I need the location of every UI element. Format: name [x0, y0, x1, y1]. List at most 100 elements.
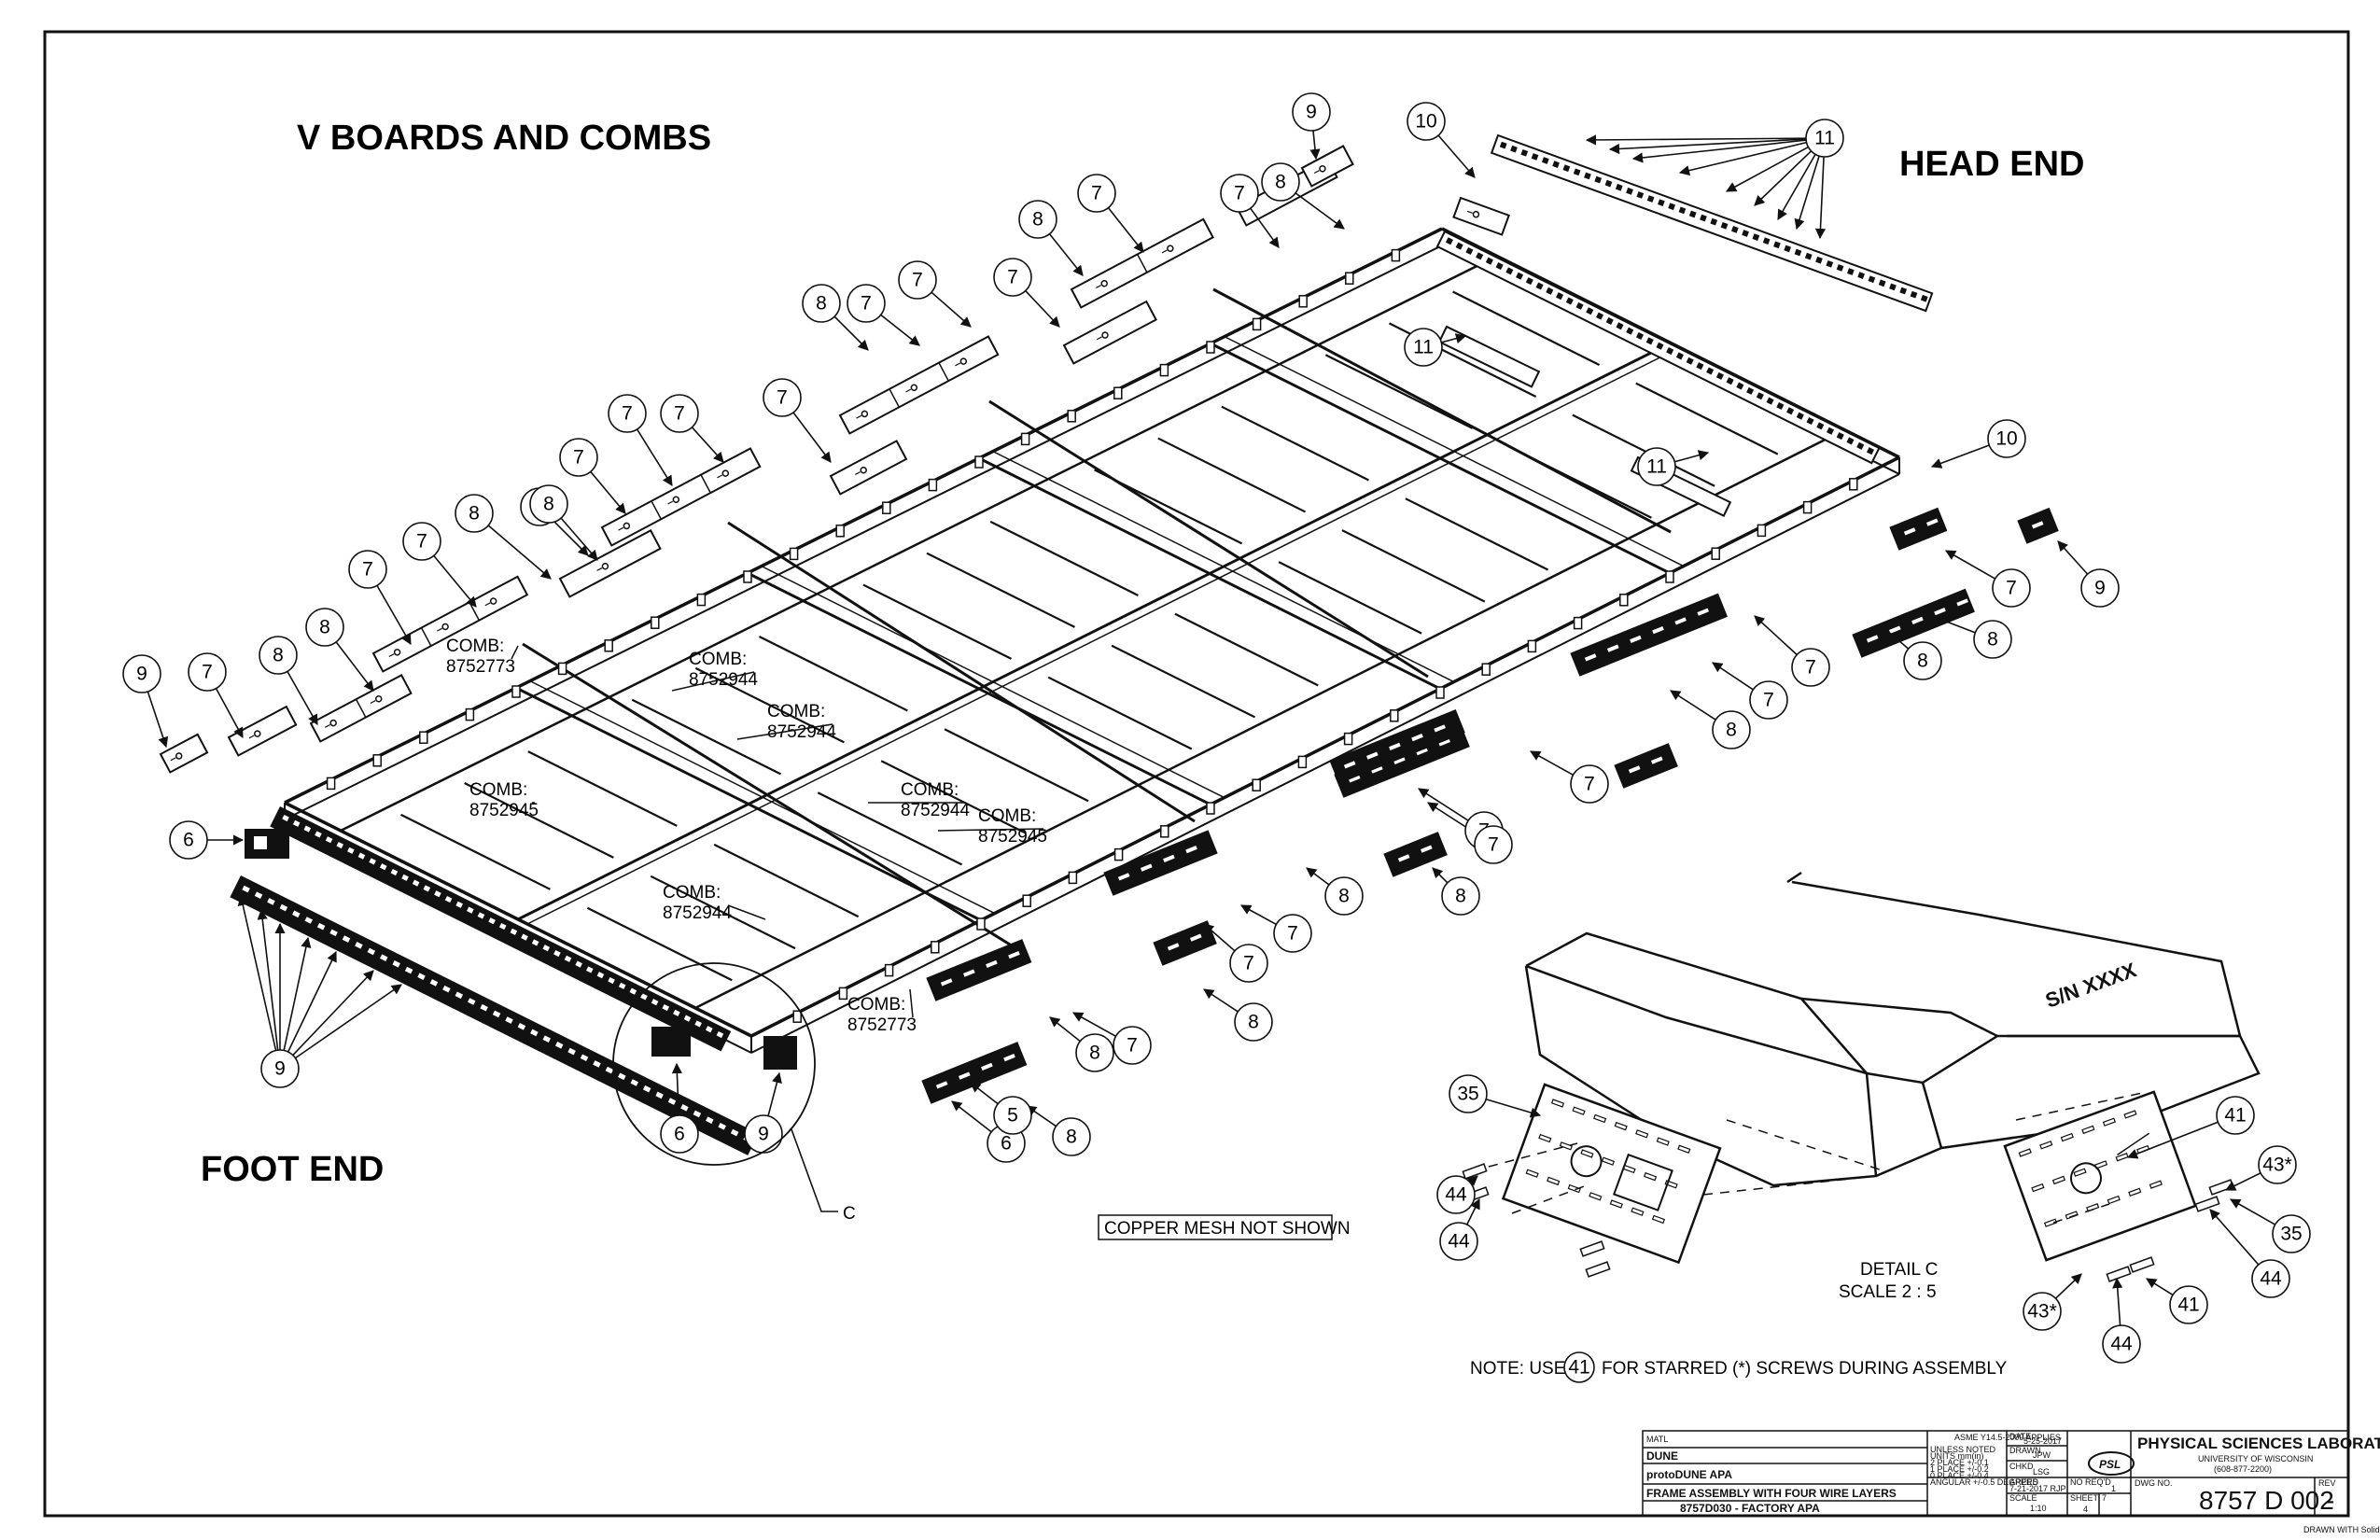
svg-text:JPW: JPW	[2033, 1450, 2051, 1460]
leader-line	[1295, 192, 1345, 230]
frame-cross-member	[747, 571, 1211, 806]
rail-bracket	[465, 707, 475, 721]
leader-line	[1437, 134, 1476, 178]
balloon-circle	[847, 284, 886, 323]
rail-bracket	[792, 1010, 802, 1023]
balloon-number: 7	[1488, 834, 1499, 856]
balloon-number: 7	[1234, 183, 1245, 204]
leader-line	[1306, 867, 1330, 886]
heading-main: V BOARDS AND COMBS	[297, 119, 711, 158]
balloon-number: 10	[1415, 111, 1436, 133]
balloon: 9	[1292, 92, 1331, 132]
balloon: 7	[993, 258, 1032, 297]
balloon-number: 6	[183, 830, 194, 851]
rail-bracket	[1206, 802, 1215, 815]
balloon-number: 8	[273, 645, 284, 666]
rail-bracket	[1665, 570, 1674, 583]
leader-line	[2054, 1273, 2082, 1299]
frame-cross-member	[978, 456, 1441, 691]
balloon: 8	[455, 494, 494, 533]
frame-cross-member-edge	[761, 565, 1225, 799]
balloon-number: 5	[1007, 1105, 1018, 1127]
balloon-number: 9	[274, 1058, 286, 1080]
wire-rod	[1221, 405, 1369, 482]
rail-bracket	[928, 478, 938, 492]
frame-rail-lower	[750, 473, 1900, 1054]
leader-line	[1930, 614, 1976, 634]
balloon-circle	[1474, 825, 1513, 864]
balloon-circle	[455, 494, 494, 533]
leader-line	[1794, 155, 1820, 231]
balloon: 9	[122, 654, 161, 693]
comb-leader	[909, 988, 914, 1018]
detail-frame-body	[1524, 964, 1878, 1187]
balloon-number: 8	[1032, 209, 1043, 231]
frame-cross-member-edge	[1224, 335, 1685, 567]
rail-bracket	[651, 616, 660, 629]
leader-line	[792, 412, 832, 463]
leader-line	[560, 517, 598, 561]
leader-line	[2112, 1277, 2123, 1326]
v-board-back	[1329, 709, 1465, 784]
part-6-plate-detail	[651, 1027, 691, 1057]
comb-label-line: COMB:	[446, 637, 504, 656]
wire-rod	[1405, 497, 1549, 571]
v-board-back	[1103, 830, 1218, 896]
balloon-circle	[1077, 174, 1116, 213]
detail-c-scale: SCALE 2 : 5	[1839, 1282, 1937, 1302]
frame-cross-member	[515, 686, 982, 922]
comb-label-line: 8752944	[901, 801, 970, 820]
comb-label-line: COMB:	[663, 883, 721, 903]
balloon: 8	[802, 284, 841, 323]
rail-bracket	[743, 570, 752, 583]
frame-center-rail	[517, 342, 1672, 921]
leader-line	[1048, 233, 1084, 276]
wire-rod	[1174, 612, 1319, 687]
svg-text:LSG: LSG	[2033, 1467, 2050, 1477]
balloon-number: 7	[416, 531, 427, 553]
balloon: 8	[1261, 162, 1300, 202]
screw	[2129, 1256, 2155, 1273]
leader-line	[1309, 130, 1321, 161]
balloon-circle	[2102, 1324, 2141, 1364]
leader-line	[1814, 156, 1827, 240]
rail-bracket	[1527, 639, 1537, 653]
balloon-circle	[1261, 162, 1300, 202]
leader-line	[590, 470, 626, 514]
v-board-back	[1383, 832, 1448, 877]
balloon-number: 7	[1127, 1035, 1138, 1057]
v-board	[1070, 217, 1214, 309]
rail-bracket	[835, 525, 845, 538]
wire-rod	[862, 583, 1013, 660]
comb-label-line: 8752773	[847, 1015, 917, 1035]
alignment-line	[1488, 1142, 1578, 1168]
frame-inner-rail	[694, 428, 1845, 1010]
balloon-circle	[559, 438, 598, 477]
balloon-circle	[402, 522, 441, 561]
rail-bracket	[1298, 295, 1308, 308]
balloon: 7	[847, 284, 886, 323]
balloon-number: 7	[1584, 774, 1595, 795]
balloon-circle	[1324, 876, 1364, 916]
comb-label-line: 8752944	[767, 722, 836, 742]
balloon-circle	[348, 550, 387, 589]
rail-bracket	[1297, 755, 1308, 769]
leader-line	[1585, 134, 1807, 146]
balloon-circle	[2080, 568, 2120, 608]
balloon: 7	[348, 550, 387, 589]
foot-end-board	[230, 806, 797, 1155]
balloon-number: 8	[1066, 1127, 1077, 1148]
svg-text:REV: REV	[2318, 1478, 2336, 1488]
comb-label: COMB:8752945	[937, 806, 1047, 847]
leader-line	[1485, 1098, 1542, 1118]
rail-bracket	[1390, 709, 1399, 722]
rail-bracket	[1113, 847, 1124, 861]
detail-tube-edge	[1786, 871, 1802, 884]
balloon: 9	[2080, 568, 2120, 608]
comb-label: COMB:8752944	[736, 702, 836, 742]
detail-tube-top	[1791, 880, 2242, 1038]
balloon: 7	[1220, 174, 1259, 213]
comb-label-line: COMB:	[767, 702, 825, 721]
balloon-circle	[1404, 328, 1443, 367]
svg-text:8757 D 002: 8757 D 002	[2199, 1486, 2334, 1515]
